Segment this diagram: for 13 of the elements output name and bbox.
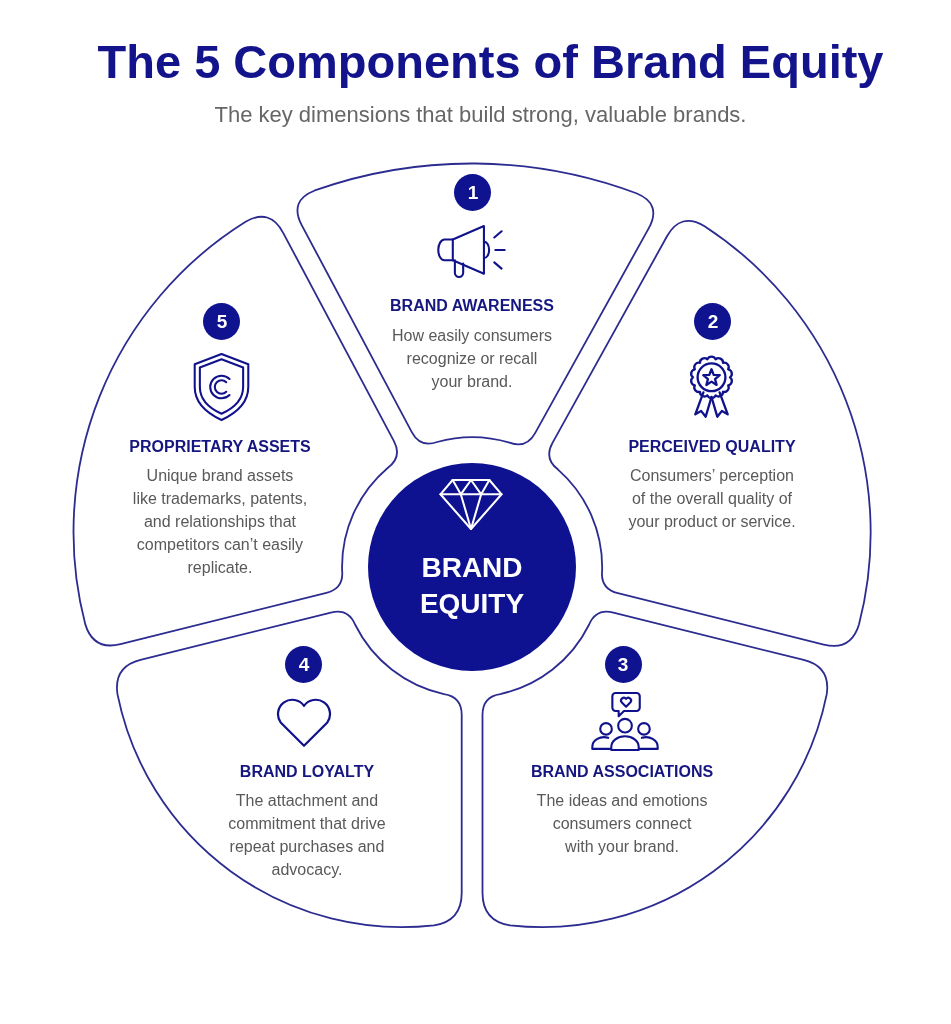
segment-description: Unique brand assets like trademarks, patents, and relationships that competitors can’t easily replicate.	[132, 466, 308, 578]
segment-description: How easily consumers recognize or recall your brand.	[390, 326, 553, 392]
center-label: BRAND EQUITY	[418, 551, 526, 621]
segment-description: Consumers’ perception of the overall quality of your product or service.	[628, 466, 796, 532]
subtitle: The key dimensions that build strong, valuable brands.	[214, 101, 747, 129]
segment-heading: PROPRIETARY ASSETS	[129, 437, 311, 457]
title: The 5 Components of Brand Equity	[97, 34, 884, 90]
segment-heading: BRAND AWARENESS	[390, 296, 554, 316]
segment-description: The ideas and emotions consumers connect with your brand.	[536, 791, 708, 857]
segment-heading: PERCEIVED QUALITY	[628, 437, 796, 457]
segment-heading: BRAND ASSOCIATIONS	[530, 762, 714, 782]
segment-heading: BRAND LOYALTY	[239, 762, 375, 782]
segment-description: The attachment and commitment that drive repeat purchases and advocacy.	[227, 791, 387, 880]
